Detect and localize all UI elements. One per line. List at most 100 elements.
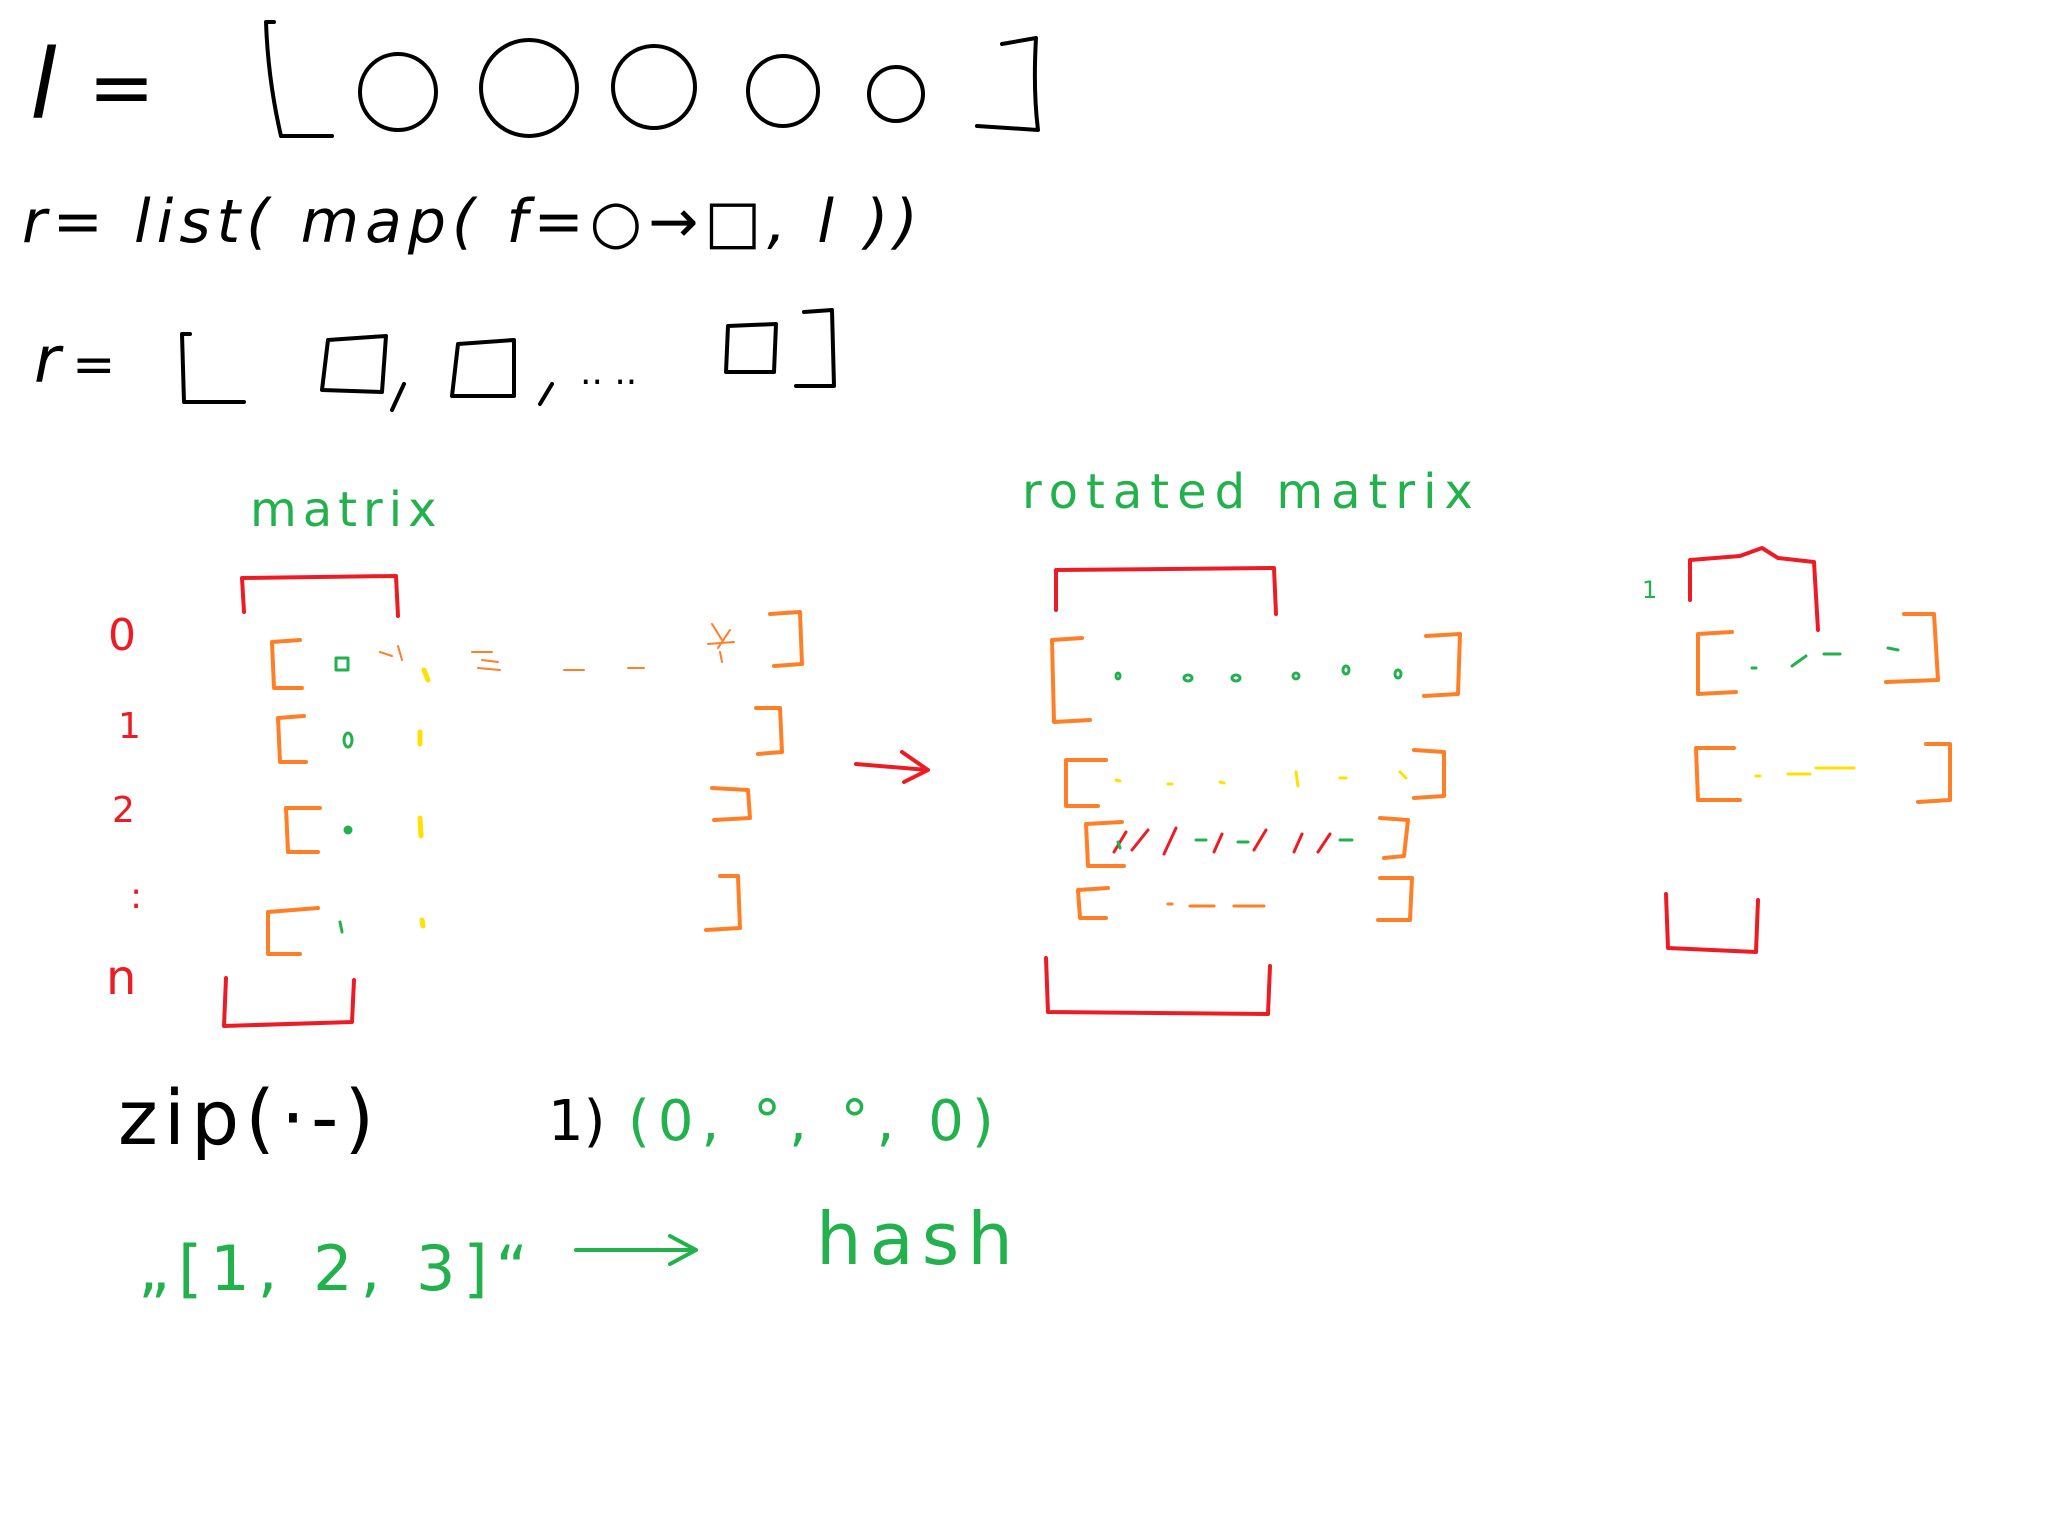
circle-1 bbox=[358, 52, 438, 132]
matrix-cell-3-0 bbox=[338, 920, 344, 934]
var-l: l bbox=[30, 29, 57, 141]
close-bracket-1 bbox=[975, 36, 1040, 132]
rotated-cell-0-0 bbox=[1114, 671, 1122, 681]
green-arrow bbox=[574, 1234, 698, 1266]
matrix-row-0-star bbox=[707, 623, 735, 663]
small-row-0-cells bbox=[1750, 646, 1900, 670]
matrix-outer-bracket-top bbox=[240, 574, 400, 618]
matrix-outer-bracket-bottom bbox=[222, 976, 356, 1028]
rotated-outer-bracket-bottom bbox=[1044, 956, 1272, 1016]
tuple-text: (0, °, °, 0) bbox=[628, 1089, 1002, 1154]
matrix-row-0-cells bbox=[379, 623, 735, 671]
rotated-cell-2-6 bbox=[1252, 828, 1268, 852]
rotated-cell-2-8 bbox=[1316, 832, 1332, 854]
equals-sign-1: = bbox=[88, 41, 155, 134]
small-row-1-close bbox=[1916, 742, 1952, 804]
rotated-cell-2-1 bbox=[1116, 840, 1122, 850]
small-cell-0-3 bbox=[1886, 646, 1900, 652]
rotated-cell-2-4 bbox=[1212, 832, 1224, 854]
open-bracket-3 bbox=[180, 332, 246, 404]
hash-text: hash bbox=[816, 1197, 1021, 1281]
tuple-prefix: 1) bbox=[548, 1089, 605, 1154]
rotated-outer-bracket-top bbox=[1054, 566, 1278, 616]
row-index-2: 2 bbox=[112, 790, 135, 831]
rotated-row-2-close bbox=[1378, 816, 1410, 860]
matrix-row-2-open bbox=[284, 806, 322, 854]
var-r: r bbox=[34, 324, 64, 398]
rotated-cell-0-1 bbox=[1182, 673, 1194, 683]
matrix-cell-0-1 bbox=[421, 667, 431, 683]
rotated-row-1-cells bbox=[1114, 770, 1408, 788]
rotated-row-2-open bbox=[1084, 820, 1126, 868]
matrix-column-1 bbox=[417, 667, 431, 929]
line-r-equals-squares: r = .. .. bbox=[34, 308, 836, 412]
matrix-row-3-close bbox=[704, 874, 742, 932]
rotated-row-0-close bbox=[1422, 632, 1462, 698]
rotated-row-0-cells bbox=[1114, 664, 1403, 683]
matrix-cell-3-1 bbox=[419, 917, 426, 929]
rotated-row-3-close bbox=[1376, 876, 1414, 922]
circle-4 bbox=[746, 54, 820, 128]
matrix-row-1-open bbox=[276, 714, 308, 764]
circle-5 bbox=[867, 65, 925, 123]
matrix-cell-0-0 bbox=[334, 656, 350, 672]
rotated-row-2-cells bbox=[1112, 826, 1354, 856]
matrix-label: matrix bbox=[250, 482, 442, 538]
square-2 bbox=[450, 338, 516, 398]
matrix-row-3-open bbox=[266, 906, 320, 956]
rotated-cell-1-0 bbox=[1114, 778, 1122, 783]
small-row-1-cells bbox=[1754, 766, 1856, 778]
small-row-0-close bbox=[1884, 612, 1940, 684]
open-bracket-1 bbox=[264, 20, 334, 138]
square-3 bbox=[724, 322, 778, 374]
matrix-row-1-close bbox=[754, 706, 784, 756]
line-map-expression: r= list( map( f=○→□, l )) bbox=[22, 187, 924, 257]
rotated-cell-0-5 bbox=[1393, 668, 1403, 680]
comma-2 bbox=[538, 382, 554, 406]
small-rows bbox=[1694, 612, 1952, 804]
comma-1 bbox=[390, 382, 406, 412]
ellipsis: .. .. bbox=[580, 352, 637, 393]
rotated-rows bbox=[1050, 632, 1462, 922]
matrix-row-0-open bbox=[270, 638, 304, 690]
square-1 bbox=[320, 334, 388, 394]
matrix-rows bbox=[266, 610, 804, 956]
rotated-cell-2-0 bbox=[1112, 828, 1150, 854]
row-indices: 0 1 2 : n bbox=[106, 610, 142, 1006]
rotated-cell-0-3 bbox=[1291, 671, 1301, 681]
matrix-column-0 bbox=[334, 656, 354, 934]
row-index-dots: : bbox=[130, 876, 142, 917]
rotated-cell-0-2 bbox=[1230, 673, 1242, 683]
small-outer-bracket-bottom bbox=[1664, 892, 1760, 954]
small-outer-bracket-top bbox=[1688, 546, 1820, 632]
small-row-0-open bbox=[1696, 630, 1738, 696]
row-index-n: n bbox=[106, 950, 136, 1006]
small-cell-0-1 bbox=[1790, 654, 1808, 668]
red-arrow bbox=[854, 750, 930, 784]
matrix-cell-1-0 bbox=[342, 731, 354, 749]
small-row-1-open bbox=[1694, 746, 1742, 802]
close-bracket-3 bbox=[794, 308, 836, 388]
rotated-row-1-open bbox=[1064, 758, 1108, 808]
rotated-cell-1-5 bbox=[1398, 770, 1408, 780]
rotated-cell-2-7 bbox=[1292, 832, 1304, 854]
circle-3 bbox=[611, 44, 697, 130]
matrix-cell-2-0 bbox=[343, 825, 353, 835]
line-l-equals-list: l = bbox=[30, 20, 1040, 141]
matrix-row-0-scribble-2 bbox=[471, 651, 501, 671]
row-index-0: 0 bbox=[108, 610, 136, 661]
rotated-cell-0-4 bbox=[1341, 664, 1351, 676]
row-index-1: 1 bbox=[118, 706, 141, 747]
matrix-row-0-scribble-1 bbox=[379, 645, 403, 661]
matrix-cell-2-1 bbox=[417, 815, 424, 839]
rotated-cell-1-3 bbox=[1294, 770, 1300, 788]
rotated-cell-2-2 bbox=[1162, 826, 1178, 856]
string-list-text: „[1, 2, 3]“ bbox=[138, 1232, 536, 1305]
rotated-row-0-open bbox=[1050, 636, 1092, 724]
equals-sign-3: = bbox=[72, 335, 116, 395]
right-index-label: 1 bbox=[1642, 576, 1657, 604]
zip-text: zip(·-) bbox=[118, 1073, 380, 1162]
matrix-row-0-close bbox=[768, 610, 804, 668]
